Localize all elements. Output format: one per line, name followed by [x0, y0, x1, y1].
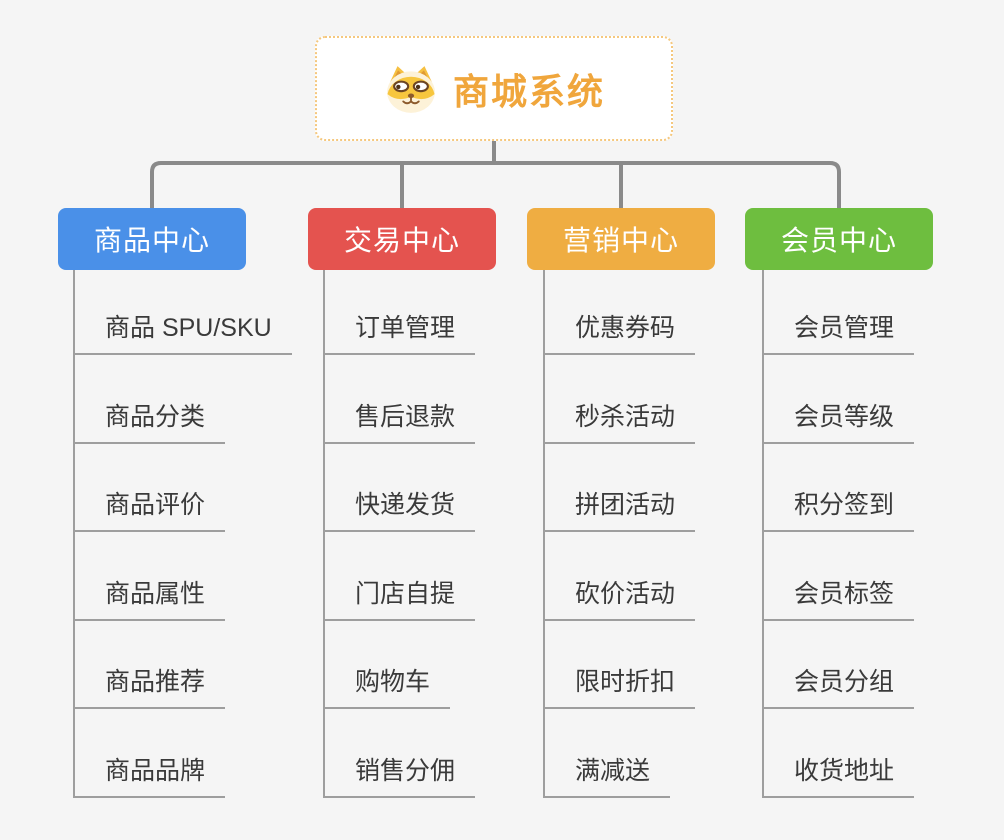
- child-node-label: 快递发货: [355, 491, 456, 519]
- child-node-label: 积分签到: [794, 491, 895, 519]
- child-node[interactable]: 商品推荐: [75, 621, 226, 709]
- child-list-product-center: 商品 SPU/SKU 商品分类 商品评价 商品属性 商品推荐 商品品牌: [73, 270, 292, 798]
- child-list-member-center: 会员管理 会员等级 积分签到 会员标签 会员分组 收货地址: [762, 270, 915, 798]
- child-node[interactable]: 商品 SPU/SKU: [75, 270, 292, 355]
- branch-node-label: 会员中心: [780, 225, 897, 256]
- child-list-marketing-center: 优惠券码 秒杀活动 拼团活动 砍价活动 限时折扣 满减送: [543, 270, 696, 798]
- child-node-label: 满减送: [575, 756, 651, 785]
- child-node-label: 会员管理: [794, 314, 895, 342]
- child-node[interactable]: 商品品牌: [75, 709, 226, 798]
- child-node-label: 收货地址: [794, 756, 895, 785]
- branch-node-member-center[interactable]: 会员中心: [745, 208, 933, 270]
- child-node-label: 优惠券码: [575, 314, 676, 342]
- child-node[interactable]: 会员标签: [764, 532, 915, 621]
- child-node-label: 商品属性: [105, 579, 206, 608]
- child-node-label: 砍价活动: [575, 579, 676, 608]
- child-node-label: 商品 SPU/SKU: [105, 314, 272, 342]
- child-node[interactable]: 会员管理: [764, 270, 915, 355]
- child-node[interactable]: 满减送: [545, 709, 671, 798]
- branch-rail-line: [150, 161, 841, 210]
- branch-node-marketing-center[interactable]: 营销中心: [527, 208, 715, 270]
- branch-node-label: 营销中心: [562, 225, 679, 256]
- child-node-label: 拼团活动: [575, 491, 676, 519]
- child-node-label: 门店自提: [355, 579, 456, 608]
- child-node[interactable]: 快递发货: [325, 444, 476, 532]
- child-node[interactable]: 销售分佣: [325, 709, 476, 798]
- child-node-label: 订单管理: [355, 314, 456, 342]
- child-node-label: 售后退款: [355, 402, 456, 431]
- child-node[interactable]: 订单管理: [325, 270, 476, 355]
- child-node[interactable]: 购物车: [325, 621, 451, 709]
- child-node[interactable]: 门店自提: [325, 532, 476, 621]
- root-node-label: 商城系统: [452, 70, 605, 112]
- child-node[interactable]: 积分签到: [764, 444, 915, 532]
- shiba-dog-icon: [387, 65, 435, 113]
- child-node[interactable]: 优惠券码: [545, 270, 696, 355]
- child-node-label: 销售分佣: [355, 756, 456, 785]
- child-node-label: 会员标签: [794, 579, 895, 608]
- child-node[interactable]: 拼团活动: [545, 444, 696, 532]
- child-node-label: 商品品牌: [105, 756, 206, 785]
- branch-node-label: 商品中心: [93, 225, 210, 256]
- child-node-label: 商品分类: [105, 402, 206, 431]
- branch-node-label: 交易中心: [343, 225, 460, 256]
- root-node-mall-system[interactable]: 商城系统: [315, 36, 673, 141]
- child-node-label: 会员等级: [794, 402, 895, 431]
- child-node-label: 会员分组: [794, 668, 895, 696]
- child-node-label: 商品评价: [105, 491, 206, 519]
- child-node-label: 限时折扣: [575, 668, 676, 696]
- branch-node-trade-center[interactable]: 交易中心: [308, 208, 496, 270]
- child-node[interactable]: 商品评价: [75, 444, 226, 532]
- child-node-label: 秒杀活动: [575, 402, 676, 431]
- child-node[interactable]: 商品属性: [75, 532, 226, 621]
- child-node[interactable]: 会员等级: [764, 355, 915, 444]
- child-list-trade-center: 订单管理 售后退款 快递发货 门店自提 购物车 销售分佣: [323, 270, 476, 798]
- child-node[interactable]: 秒杀活动: [545, 355, 696, 444]
- child-node[interactable]: 限时折扣: [545, 621, 696, 709]
- child-node-label: 商品推荐: [105, 668, 206, 696]
- child-node[interactable]: 商品分类: [75, 355, 226, 444]
- child-node[interactable]: 会员分组: [764, 621, 915, 709]
- child-node[interactable]: 售后退款: [325, 355, 476, 444]
- child-node[interactable]: 砍价活动: [545, 532, 696, 621]
- branch-node-product-center[interactable]: 商品中心: [58, 208, 246, 270]
- child-node[interactable]: 收货地址: [764, 709, 915, 798]
- child-node-label: 购物车: [355, 668, 431, 696]
